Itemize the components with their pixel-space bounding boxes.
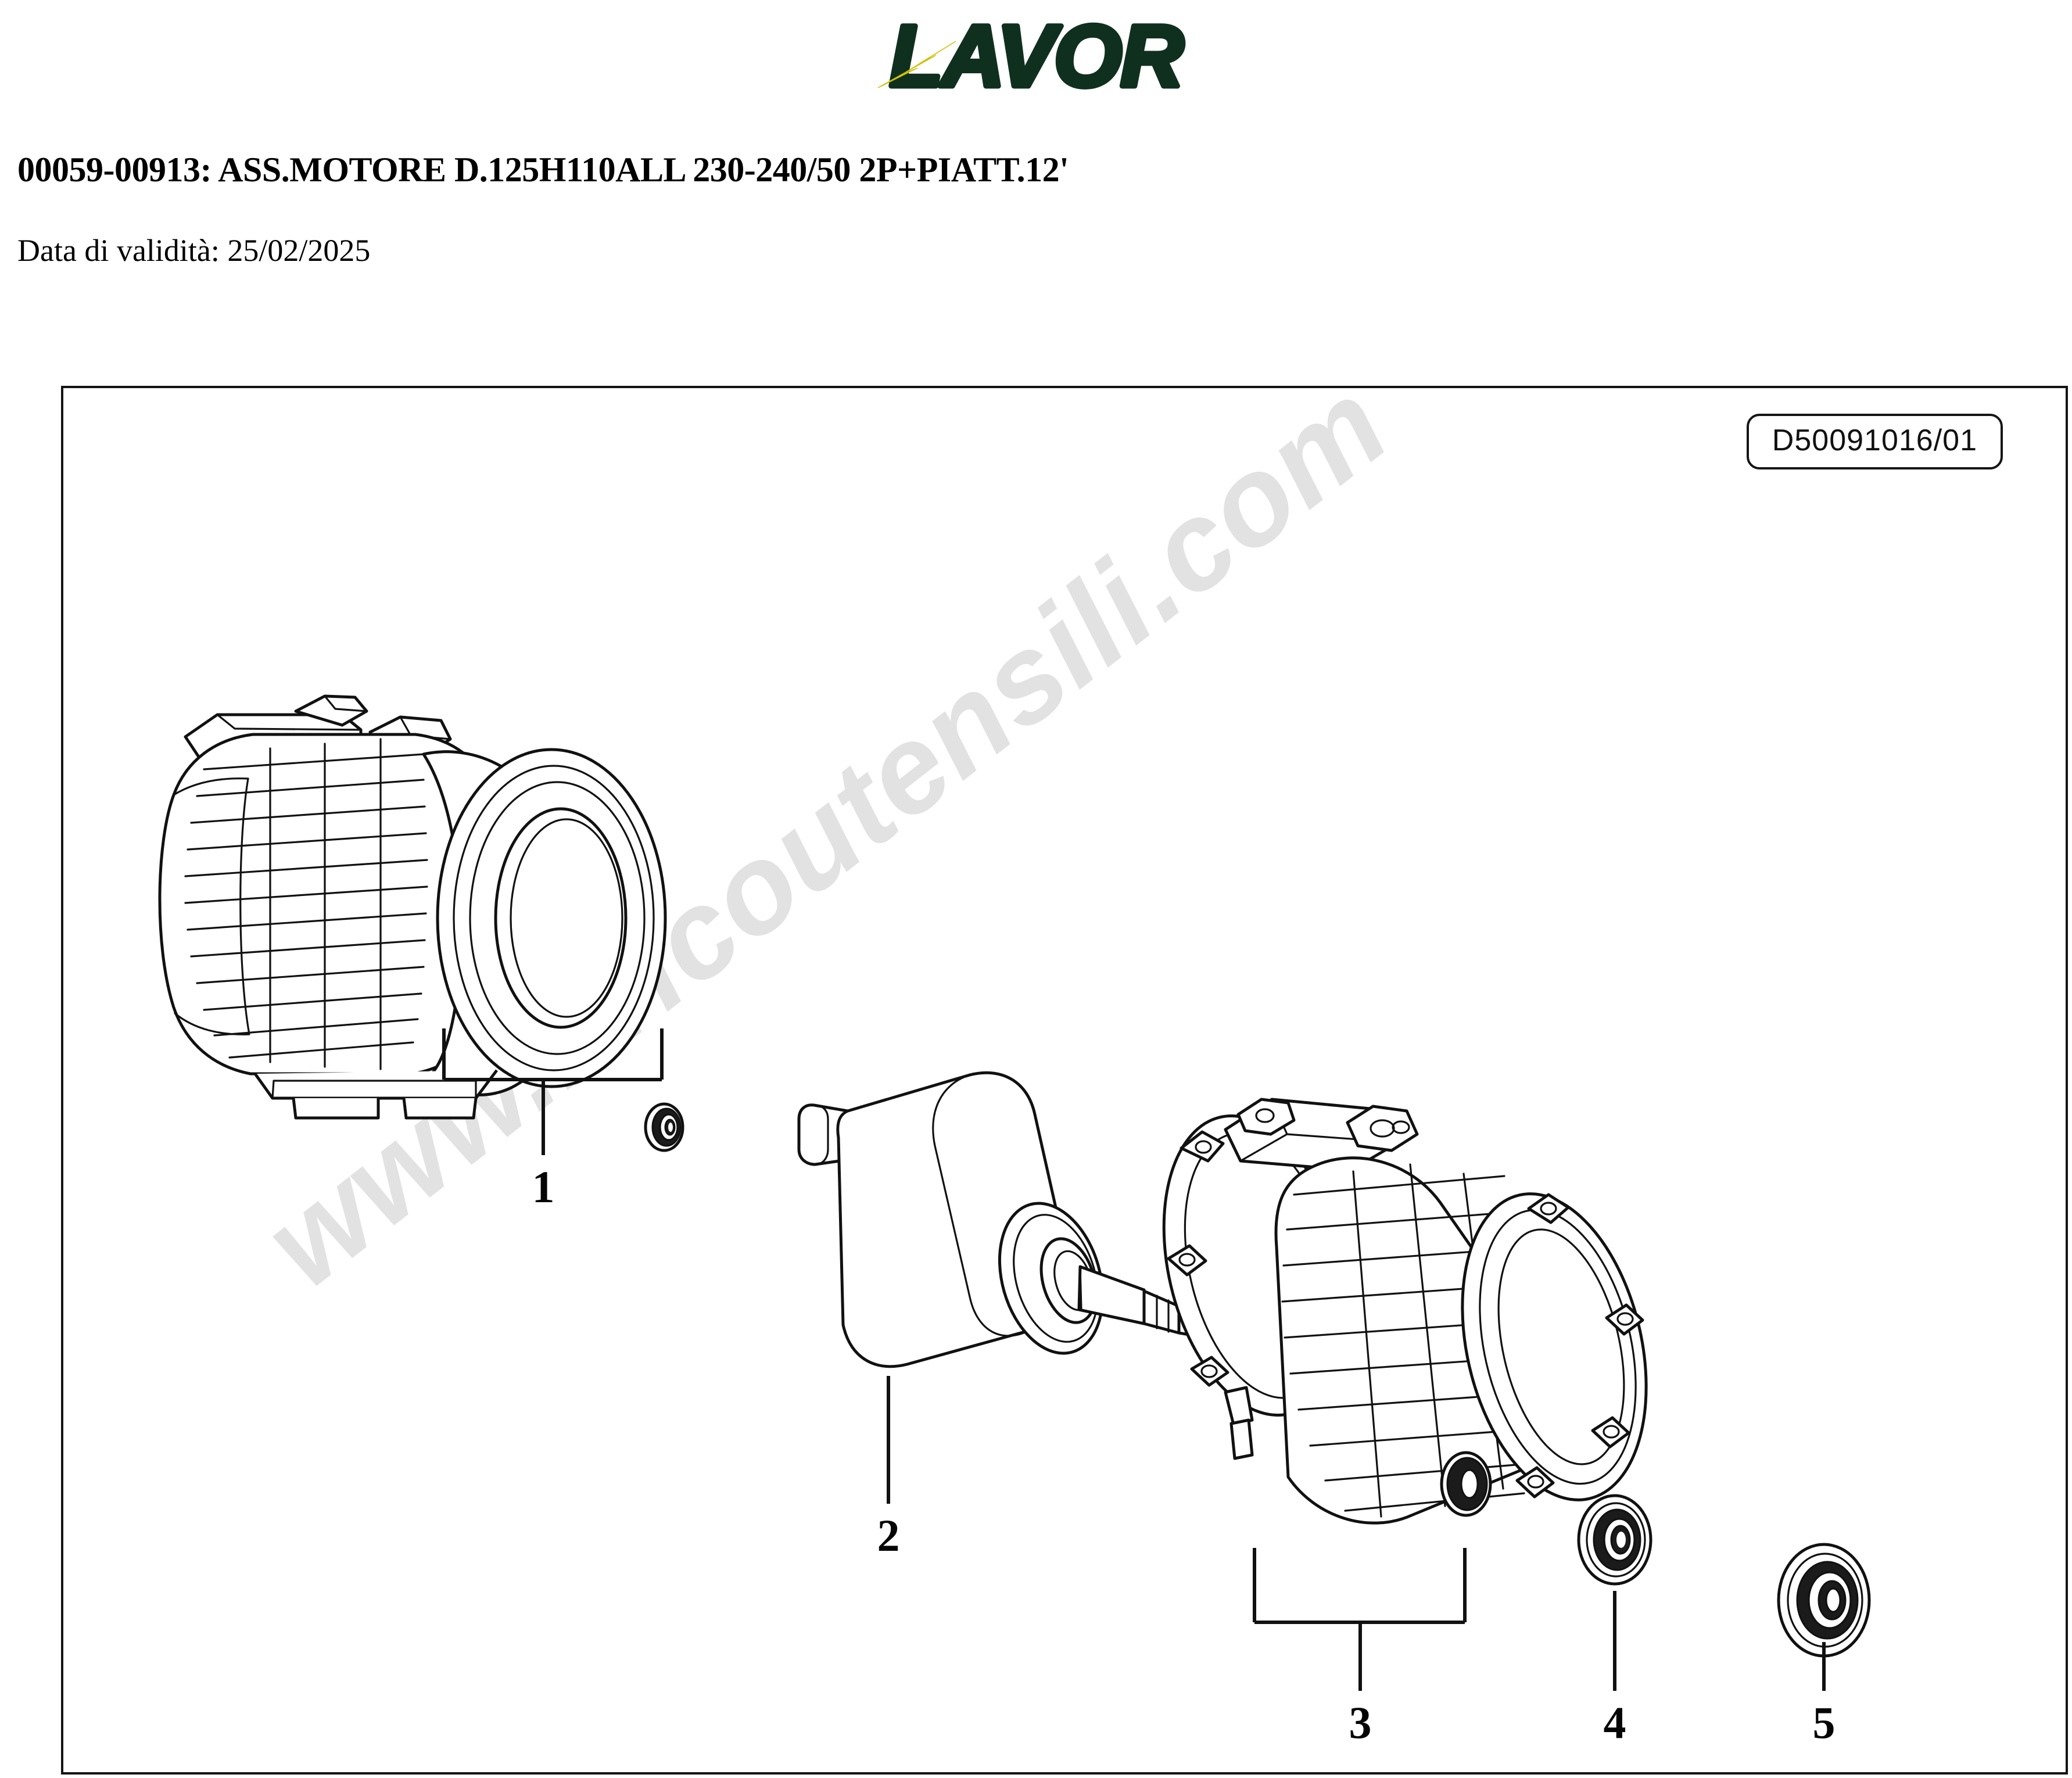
part-motor-assembly [1162,1098,1648,1525]
lavor-logo-svg: LAVOR [877,13,1188,106]
callout-number-1: 1 [532,1162,555,1212]
page-title: 00059-00913: ASS.MOTORE D.125H110ALL 230… [17,150,1069,189]
callout-leader-3 [1253,1548,1467,1691]
callout-leader-1 [442,1028,664,1155]
brand-logo: LAVOR [0,5,2072,115]
callout-number-3: 3 [1349,1697,1372,1748]
part-motor-stator-housing [158,694,667,1120]
drawing-reference-code: D50091016/01 [1746,414,2003,469]
callout-number-5: 5 [1812,1697,1836,1748]
lavor-wordmark: LAVOR [887,13,1188,106]
part-small-ball-bearing [644,1102,684,1152]
validity-date: Data di validità: 25/02/2025 [17,233,371,268]
callout-number-4: 4 [1603,1697,1626,1748]
svg-text:LAVOR: LAVOR [890,13,1184,105]
part-seal-ring [1440,1451,1492,1517]
lightning-bolt-icon [877,41,956,88]
part-ball-bearing-4 [1577,1494,1652,1586]
callout-number-2: 2 [877,1510,900,1561]
part-large-ball-bearing-5 [1777,1543,1871,1658]
exploded-parts-drawing: .ln{fill:none;stroke:#111;stroke-width:5… [63,388,2066,1772]
parts-diagram-frame: www.bricoutensili.com D50091016/01 .ln{f… [61,386,2068,1775]
part-rotor-armature [797,1071,1214,1368]
